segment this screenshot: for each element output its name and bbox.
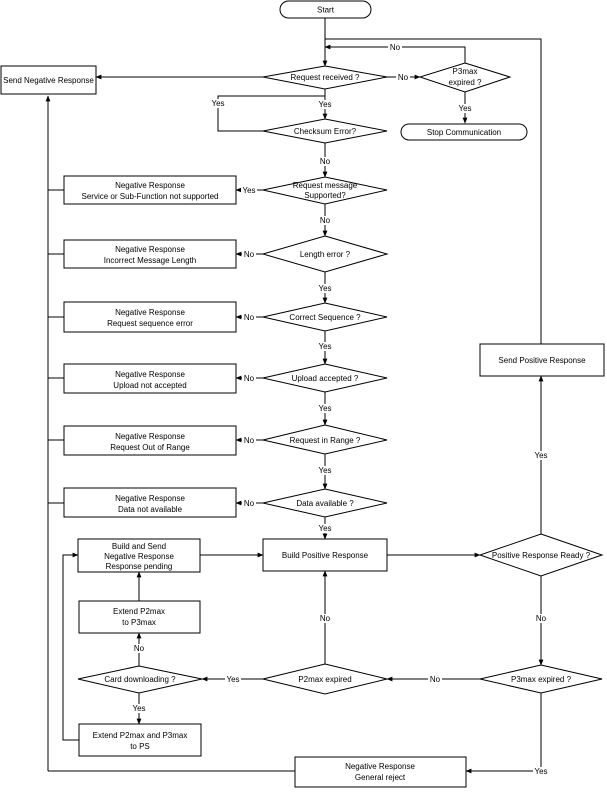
- neg-response-not-supported: Negative Response Service or Sub-Functio…: [63, 175, 237, 205]
- send-negative-response-box: Send Negative Response: [0, 65, 97, 95]
- label-no-card: No: [134, 644, 145, 653]
- svg-text:Stop Communication: Stop Communication: [427, 128, 501, 137]
- label-yes-stop: Yes: [458, 104, 471, 113]
- svg-text:Card downloading ?: Card downloading ?: [104, 675, 176, 684]
- neg1-line1: Negative Response: [115, 181, 185, 190]
- svg-text:Request received ?: Request received ?: [291, 73, 360, 82]
- reject-line2: General reject: [355, 773, 406, 782]
- decision-card-downloading: Card downloading ?: [77, 665, 203, 694]
- svg-text:P3max expired ?: P3max expired ?: [511, 675, 572, 684]
- p3max-top-line1: P3max: [453, 67, 478, 76]
- label-yes-p3max-bottom: Yes: [534, 767, 547, 776]
- decision-length-error: Length error ?: [261, 235, 389, 273]
- decision-p3max-expired-top: P3max expired ?: [418, 62, 512, 93]
- p3max-top-line2: expired ?: [449, 78, 482, 87]
- neg5-line1: Negative Response: [115, 432, 185, 441]
- svg-text:Send Positive Response: Send Positive Response: [498, 356, 586, 365]
- neg-response-out-of-range: Negative Response Request Out of Range: [63, 425, 237, 456]
- label-no-supported: No: [320, 216, 331, 225]
- label-yes-range: Yes: [318, 466, 331, 475]
- extend2-line2: to PS: [130, 742, 150, 751]
- neg4-line1: Negative Response: [115, 370, 185, 379]
- label-yes-supported: Yes: [242, 186, 255, 195]
- extend-line2: to P3max: [122, 618, 156, 627]
- send-positive-response-box: Send Positive Response: [479, 343, 605, 377]
- label-yes-upload: Yes: [318, 404, 331, 413]
- neg-response-incorrect-length: Negative Response Incorrect Message Leng…: [63, 239, 237, 269]
- build-negative-pending-box: Build and Send Negative Response Respons…: [77, 538, 201, 573]
- pending-line2: Negative Response: [104, 552, 174, 561]
- decision-positive-response-ready: Positive Response Ready ?: [478, 533, 604, 577]
- extend-p2max-box: Extend P2max to P3max: [78, 600, 201, 634]
- neg-response-data-not-available: Negative Response Data not available: [63, 487, 237, 518]
- label-yes-request: Yes: [318, 100, 331, 109]
- svg-text:P2max expired: P2max expired: [298, 675, 351, 684]
- neg6-line1: Negative Response: [115, 494, 185, 503]
- svg-text:Build Positive Response: Build Positive Response: [282, 551, 369, 560]
- neg3-line1: Negative Response: [115, 308, 185, 317]
- label-no-range: No: [244, 436, 255, 445]
- label-no-p3-loop: No: [390, 43, 401, 52]
- label-no-data: No: [244, 499, 255, 508]
- extend-p2-p3-box: Extend P2max and P3max to PS: [78, 723, 202, 757]
- decision-p2max-expired: P2max expired: [262, 663, 388, 695]
- decision-checksum-error: Checksum Error?: [262, 118, 388, 144]
- extend-line1: Extend P2max: [113, 607, 165, 616]
- decision-data-available: Data available ?: [262, 488, 388, 518]
- build-positive-response-box: Build Positive Response: [262, 538, 388, 572]
- label-yes-p2max: Yes: [226, 675, 239, 684]
- label-no-checksum: No: [320, 157, 331, 166]
- start-node: Start: [279, 0, 372, 19]
- decision-correct-sequence: Correct Sequence ?: [262, 302, 388, 332]
- stop-communication-node: Stop Communication: [400, 123, 528, 141]
- req-supported-line1: Request message: [293, 181, 358, 190]
- neg5-line2: Request Out of Range: [110, 443, 190, 452]
- svg-text:Positive Response Ready ?: Positive Response Ready ?: [492, 551, 591, 560]
- decision-upload-accepted: Upload accepted ?: [262, 363, 388, 393]
- label-no-length: No: [244, 250, 255, 259]
- neg6-line2: Data not available: [118, 505, 183, 514]
- edge-labels: No No Yes Yes Yes No Yes No No Yes No Ye…: [131, 43, 549, 776]
- neg-response-general-reject: Negative Response General reject: [294, 756, 467, 788]
- neg-response-upload-not-accepted: Negative Response Upload not accepted: [63, 363, 237, 394]
- svg-text:Correct Sequence ?: Correct Sequence ?: [289, 313, 361, 322]
- label-no-upload: No: [244, 374, 255, 383]
- svg-text:Checksum Error?: Checksum Error?: [294, 127, 357, 136]
- label-yes-sequence: Yes: [318, 342, 331, 351]
- decision-request-supported: Request message Supported?: [262, 176, 388, 205]
- neg1-line2: Service or Sub-Function not supported: [82, 192, 219, 201]
- neg2-line1: Negative Response: [115, 245, 185, 254]
- label-yes-length: Yes: [318, 284, 331, 293]
- neg4-line2: Upload not accepted: [113, 381, 186, 390]
- decision-request-in-range: Request in Range ?: [262, 424, 388, 455]
- label-no-positive-ready: No: [536, 614, 547, 623]
- svg-text:Request in Range ?: Request in Range ?: [290, 436, 361, 445]
- label-no-sequence: No: [244, 313, 255, 322]
- label-yes-data: Yes: [318, 524, 331, 533]
- label-yes-card: Yes: [132, 704, 145, 713]
- label-no-p2max: No: [320, 614, 331, 623]
- label-yes-positive-ready: Yes: [534, 451, 547, 460]
- reject-line1: Negative Response: [345, 762, 415, 771]
- svg-text:Send Negative Response: Send Negative Response: [3, 76, 94, 85]
- extend2-line1: Extend P2max and P3max: [93, 731, 188, 740]
- neg2-line2: Incorrect Message Length: [104, 256, 197, 265]
- neg3-line2: Request sequence error: [107, 319, 193, 328]
- svg-text:Upload accepted ?: Upload accepted ?: [292, 374, 359, 383]
- neg-response-sequence-error: Negative Response Request sequence error: [63, 301, 237, 333]
- req-supported-line2: Supported?: [304, 191, 346, 200]
- decision-request-received: Request received ?: [262, 65, 388, 90]
- label-no-request: No: [398, 73, 409, 82]
- svg-text:Length error ?: Length error ?: [300, 250, 351, 259]
- svg-text:Data available ?: Data available ?: [296, 499, 354, 508]
- pending-line3: Response pending: [106, 562, 173, 571]
- decision-p3max-expired-bottom: P3max expired ?: [479, 664, 603, 694]
- pending-line1: Build and Send: [112, 542, 166, 551]
- label-no-p3max-bottom: No: [430, 675, 441, 684]
- svg-text:Start: Start: [317, 6, 335, 15]
- label-yes-checksum: Yes: [211, 99, 224, 108]
